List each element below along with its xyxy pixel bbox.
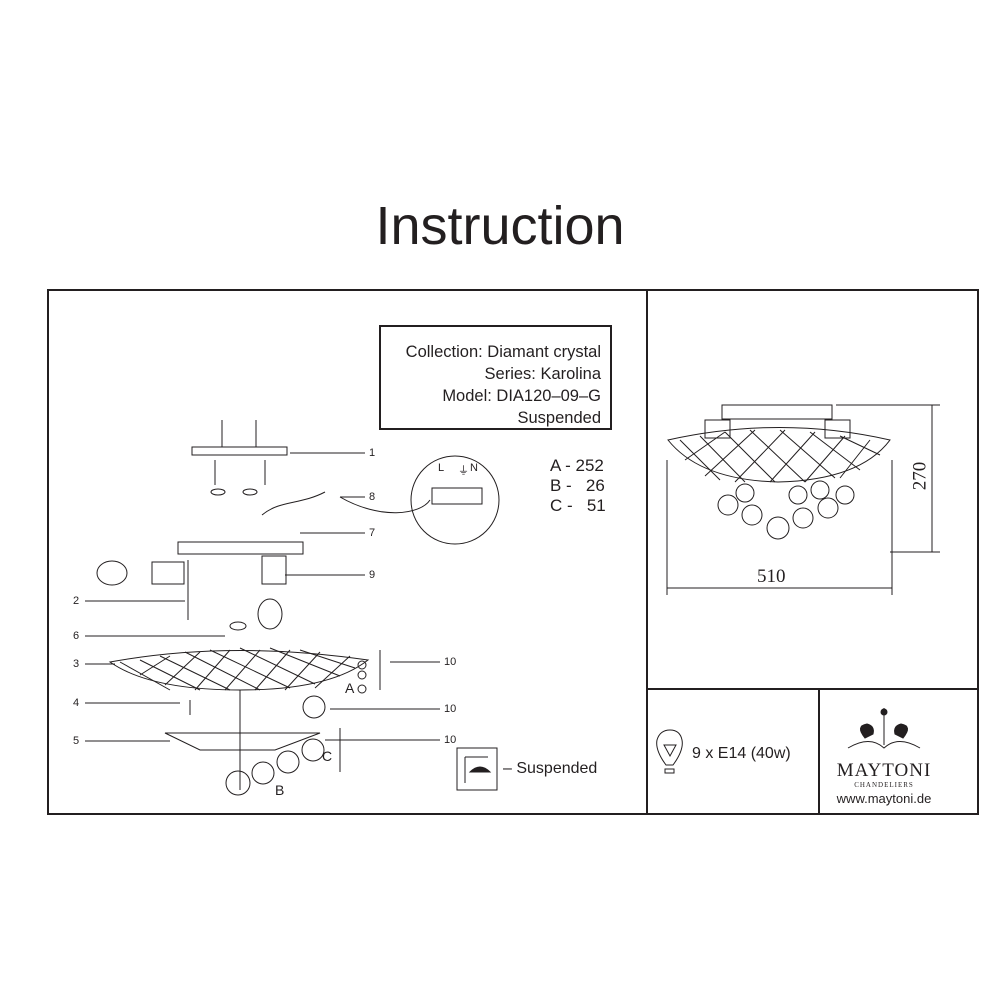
part-number: 3 (73, 658, 80, 670)
part-number: 7 (369, 527, 376, 539)
page-title: Instruction (375, 196, 625, 256)
spec-c: C - 51 (550, 496, 606, 515)
part-number: 5 (73, 735, 80, 747)
width-dimension: 510 (757, 566, 786, 587)
spec-b: B - 26 (550, 476, 605, 495)
mount-type-label: – Suspended (503, 760, 598, 777)
brand-url: www.maytoni.de (836, 791, 932, 806)
suspended-mount-icon (456, 747, 498, 791)
instruction-frame (47, 289, 979, 815)
earth-icon: ⏚ (458, 465, 469, 477)
crystal-label-c: C (322, 748, 333, 764)
type-label: Suspended (517, 409, 602, 427)
part-number: 10 (444, 703, 457, 715)
part-number: 9 (369, 569, 376, 581)
model-label: Model: DIA120–09–G (442, 387, 601, 405)
brand-logo: MAYTONI (836, 760, 932, 781)
crystal-label-a: A (345, 680, 355, 696)
part-number: 6 (73, 630, 80, 642)
part-number: 2 (73, 595, 80, 607)
divider (646, 291, 648, 813)
part-number: 8 (369, 491, 376, 503)
part-number: 1 (369, 447, 376, 459)
brand-subtitle: CHANDELIERS (854, 781, 914, 789)
part-number: 10 (444, 734, 457, 746)
light-bulb-icon (656, 729, 683, 766)
part-number: 10 (444, 656, 457, 668)
terminal-n-label: N (470, 462, 478, 474)
crystal-label-b: B (275, 782, 285, 798)
terminal-l-label: L (438, 462, 445, 474)
divider (818, 688, 820, 813)
collection-label: Collection: Diamant crystal (405, 343, 601, 361)
divider (646, 688, 979, 690)
spec-a: A - 252 (550, 456, 604, 475)
height-dimension: 270 (909, 461, 931, 491)
series-label: Series: Karolina (484, 365, 601, 383)
bulb-spec: 9 x E14 (40w) (692, 745, 791, 762)
product-info-box: Collection: Diamant crystal Series: Karo… (379, 325, 612, 430)
part-number: 4 (73, 697, 80, 709)
